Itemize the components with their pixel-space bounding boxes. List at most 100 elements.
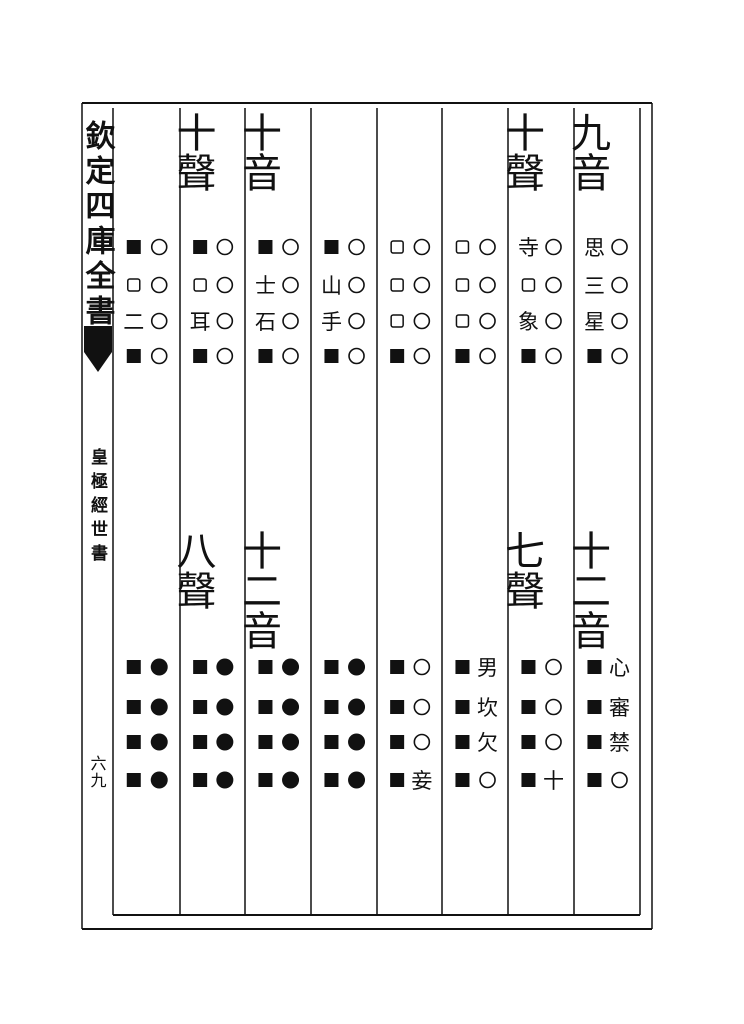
character-cell: 石 <box>255 310 276 334</box>
filled-circle-mark <box>282 698 300 716</box>
character-cell: 禁 <box>609 731 630 755</box>
filled-square-mark <box>126 735 141 749</box>
filled-square-mark <box>587 700 602 714</box>
filled-square-mark <box>390 735 405 749</box>
filled-square-mark <box>455 735 470 749</box>
character-cell: 男 <box>477 656 498 680</box>
open-circle-mark <box>348 276 365 294</box>
character-cell: 三 <box>584 274 605 298</box>
open-circle-mark <box>413 733 431 751</box>
filled-circle-mark <box>348 733 366 751</box>
filled-square-mark <box>324 735 339 749</box>
filled-circle-mark <box>348 698 366 716</box>
tone-header-bottom: 十二音 <box>235 530 281 650</box>
tone-header-bottom: 十二音 <box>564 530 610 650</box>
character-cell: 手 <box>321 310 342 334</box>
open-circle-mark <box>413 276 431 294</box>
character-cell: 寺 <box>518 236 539 260</box>
filled-square-mark <box>193 660 208 674</box>
margin-title: 欽定四庫全書 <box>80 119 117 330</box>
filled-square-mark <box>324 773 339 787</box>
filled-square-mark <box>587 349 602 363</box>
tone-header-top: 十聲 <box>170 112 216 192</box>
filled-circle-mark <box>282 658 300 676</box>
filled-square-mark <box>390 660 405 674</box>
open-circle-mark <box>611 771 628 789</box>
filled-square-mark <box>126 660 141 674</box>
character-cell: 士 <box>255 274 276 298</box>
tone-header-bottom: 七聲 <box>498 530 544 610</box>
filled-circle-mark <box>348 658 366 676</box>
filled-circle-mark <box>216 733 234 751</box>
margin-column: 欽定四庫全書 皇極經世書 六九 <box>80 119 117 789</box>
filled-square-mark <box>193 700 208 714</box>
filled-square-mark <box>587 735 602 749</box>
character-cell: 象 <box>518 310 539 334</box>
open-circle-mark <box>479 347 496 365</box>
open-square-mark <box>455 240 470 254</box>
filled-square-mark <box>521 773 536 787</box>
page-frame <box>81 102 653 930</box>
filled-square-mark <box>455 773 470 787</box>
open-circle-mark <box>216 238 234 256</box>
filled-square-mark <box>126 773 141 787</box>
open-circle-mark <box>413 698 431 716</box>
open-circle-mark <box>150 347 168 365</box>
character-cell: 思 <box>584 236 605 260</box>
filled-square-mark <box>324 660 339 674</box>
filled-circle-mark <box>216 698 234 716</box>
filled-square-mark <box>455 660 470 674</box>
filled-square-mark <box>390 773 405 787</box>
open-circle-mark <box>545 276 562 294</box>
filled-square-mark <box>521 700 536 714</box>
open-circle-mark <box>282 347 299 365</box>
filled-square-mark <box>587 773 602 787</box>
open-circle-mark <box>282 238 299 256</box>
filled-square-mark <box>521 735 536 749</box>
filled-circle-mark <box>216 771 234 789</box>
filled-square-mark <box>324 700 339 714</box>
open-circle-mark <box>150 238 168 256</box>
open-circle-mark <box>348 347 365 365</box>
column-dividers <box>179 108 575 915</box>
fishtail-mark <box>84 326 112 372</box>
filled-circle-mark <box>282 733 300 751</box>
open-square-mark <box>455 278 470 292</box>
table-column: 山手 <box>321 238 366 789</box>
open-circle-mark <box>545 658 562 676</box>
filled-square-mark <box>258 735 273 749</box>
filled-circle-mark <box>150 658 168 676</box>
open-circle-mark <box>611 276 628 294</box>
open-circle-mark <box>479 312 496 330</box>
open-circle-mark <box>545 698 562 716</box>
tone-header-bottom: 八聲 <box>170 530 216 610</box>
filled-square-mark <box>126 349 141 363</box>
open-square-mark <box>390 278 404 292</box>
open-circle-mark <box>479 238 496 256</box>
filled-square-mark <box>126 700 141 714</box>
margin-page-number: 六九 <box>88 755 107 789</box>
filled-square-mark <box>258 240 273 254</box>
filled-square-mark <box>193 240 208 254</box>
filled-circle-mark <box>216 658 234 676</box>
character-cell: 星 <box>584 310 605 334</box>
open-square-mark <box>390 314 404 328</box>
filled-square-mark <box>521 349 536 363</box>
open-square-mark <box>390 240 404 254</box>
table-column: 二 <box>123 238 168 789</box>
tone-header-top: 九音 <box>564 112 610 192</box>
character-cell: 審 <box>609 696 630 720</box>
filled-circle-mark <box>348 771 366 789</box>
open-circle-mark <box>545 347 562 365</box>
open-circle-mark <box>150 312 168 330</box>
open-circle-mark <box>611 238 628 256</box>
filled-square-mark <box>455 349 470 363</box>
filled-square-mark <box>390 349 405 363</box>
filled-square-mark <box>126 240 141 254</box>
filled-circle-mark <box>150 733 168 751</box>
open-circle-mark <box>479 276 496 294</box>
